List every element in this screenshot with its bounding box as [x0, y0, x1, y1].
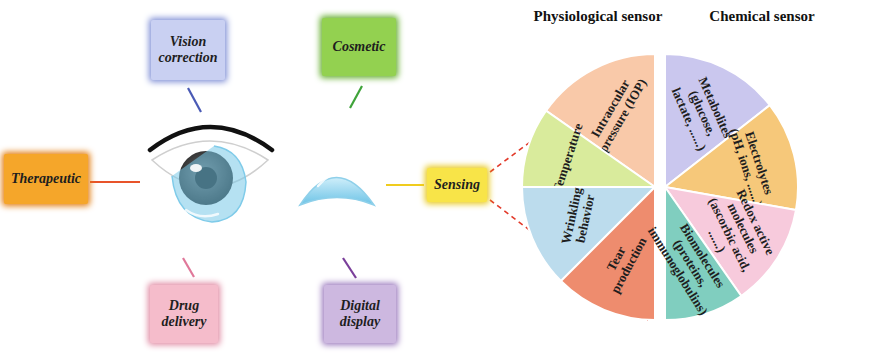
dashed-line	[490, 54, 648, 172]
highlight	[190, 164, 202, 172]
highlight	[318, 170, 348, 186]
box-label: Cosmetic	[333, 39, 386, 55]
pie-sector: Intraocular pressure (IOP)	[522, 54, 788, 320]
sector-label: Electrolytes (pH, ions, ......)	[725, 120, 779, 211]
sector-shape	[522, 54, 788, 320]
lens-on-eye	[172, 146, 246, 222]
sector-label: Biomolecules (proteins, immunoglobulins)	[642, 204, 738, 322]
sector-fill	[665, 54, 770, 187]
contact-lens	[300, 178, 374, 206]
leader-line	[350, 86, 362, 108]
sector-label: Intraocular pressure (IOP)	[582, 66, 652, 158]
box-label: Therapeutic	[11, 171, 81, 187]
column-header: Physiological sensor	[534, 8, 663, 25]
application-box: Drug delivery	[150, 285, 218, 343]
column-header: Chemical sensor	[709, 8, 814, 25]
sector-shape	[532, 54, 798, 320]
sector-shape	[522, 54, 788, 320]
sector-fill	[522, 111, 655, 187]
sector-fill	[546, 54, 655, 187]
box-label: Digital display	[329, 298, 391, 330]
leader-line	[183, 258, 194, 277]
pie-sector: Metabolites (glucose, lactate, ......)	[532, 54, 798, 320]
sector-shape	[522, 54, 788, 320]
sector-label: Wrinkling behavior	[557, 177, 601, 259]
sector-fill	[665, 187, 796, 296]
sector-label: Tear production	[591, 220, 655, 306]
sector-label: Temperature	[545, 109, 589, 209]
box-label: Sensing	[434, 177, 480, 193]
sector-label: Redox active molecules (ascorbic acid, .…	[691, 179, 781, 283]
leader-line	[90, 181, 140, 183]
dashed-line	[490, 200, 648, 320]
pie-sector: Wrinkling behavior	[522, 54, 788, 320]
application-box: Cosmetic	[322, 18, 396, 76]
leader-line	[386, 184, 424, 186]
sector-shape	[532, 54, 798, 320]
sector-fill	[522, 187, 655, 281]
leader-line	[343, 258, 356, 278]
sector-label: Metabolites (glucose, lactate, ......)	[665, 65, 740, 163]
application-box: Digital display	[324, 285, 396, 343]
pie-sector: Redox active molecules (ascorbic acid, .…	[532, 54, 798, 320]
application-box: Sensing	[427, 168, 487, 202]
box-label: Vision correction	[156, 34, 220, 66]
pie-sector: Biomolecules (proteins, immunoglobulins)	[532, 54, 798, 320]
highlight	[186, 210, 218, 216]
leader-line	[188, 88, 201, 112]
application-box: Therapeutic	[4, 154, 88, 204]
box-label: Drug delivery	[155, 298, 213, 330]
sector-fill	[665, 187, 741, 320]
sector-fill	[665, 105, 798, 210]
sector-shape	[532, 54, 798, 320]
pie-sector: Electrolytes (pH, ions, ......)	[532, 54, 798, 320]
sector-shape	[532, 54, 798, 320]
pie-sector: Tear production	[522, 54, 788, 320]
sector-shape	[522, 54, 788, 320]
sector-fill	[561, 187, 655, 320]
pie-sector: Temperature	[522, 54, 788, 320]
application-box: Vision correction	[151, 20, 225, 80]
